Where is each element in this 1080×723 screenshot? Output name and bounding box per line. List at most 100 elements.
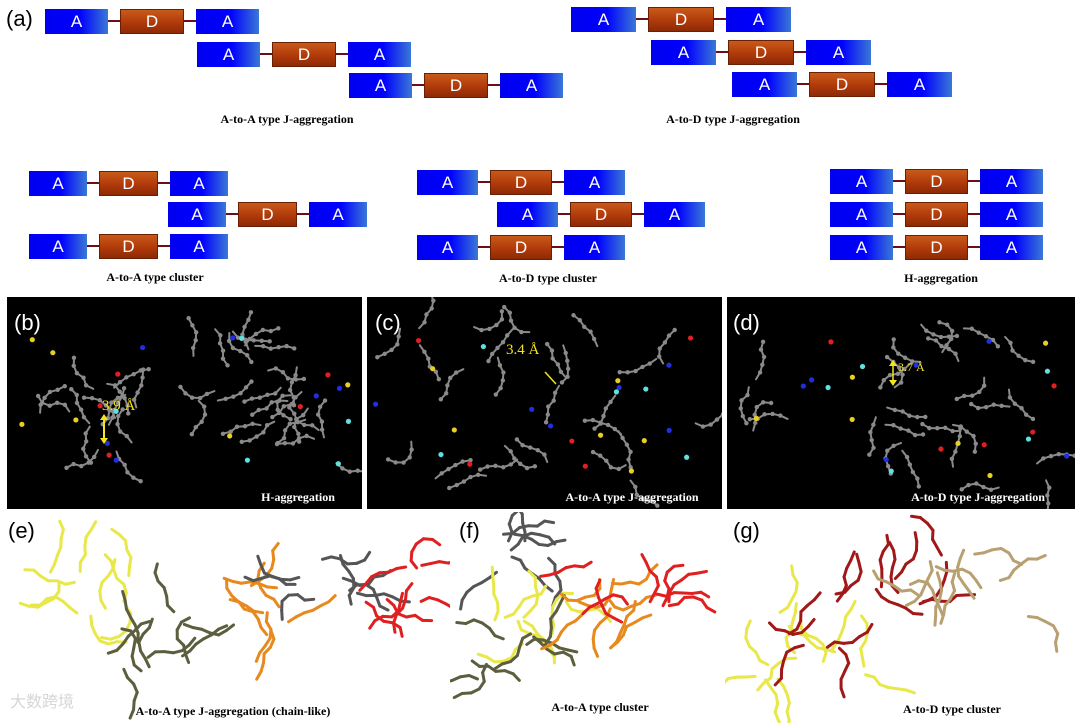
- acceptor-unit: A: [29, 234, 87, 259]
- triad-linker: [226, 213, 238, 215]
- molecule-render-d: [738, 320, 1075, 509]
- panel-a-label: (a): [6, 6, 33, 31]
- panel-c-label: (c): [375, 310, 401, 335]
- molecule-render-g: [725, 514, 1060, 723]
- triad-linker: [478, 181, 490, 183]
- panel-b-label: (b): [14, 310, 41, 335]
- donor-unit: D: [570, 202, 632, 227]
- acceptor-unit: A: [644, 202, 705, 227]
- triad-linker: [716, 51, 728, 53]
- panel-b-image: [7, 297, 362, 509]
- acceptor-unit: A: [732, 72, 797, 97]
- caption-panel-f: A-to-A type cluster: [551, 700, 649, 714]
- caption-ad-j-aggregation: A-to-D type J-aggregation: [666, 112, 800, 126]
- donor-unit: D: [120, 9, 184, 34]
- acceptor-unit: A: [417, 170, 478, 195]
- triad-linker: [87, 245, 99, 247]
- donor-unit: D: [809, 72, 875, 97]
- donor-unit: D: [99, 234, 158, 259]
- acceptor-unit: A: [980, 202, 1043, 227]
- caption-ad-cluster: A-to-D type cluster: [499, 271, 597, 285]
- triad-linker: [636, 18, 648, 20]
- acceptor-unit: A: [980, 235, 1043, 260]
- donor-unit: D: [905, 235, 968, 260]
- triad-linker: [412, 84, 424, 86]
- acceptor-unit: A: [830, 202, 893, 227]
- acceptor-unit: A: [564, 235, 625, 260]
- triad-linker: [87, 182, 99, 184]
- triad-linker: [488, 84, 500, 86]
- donor-unit: D: [905, 169, 968, 194]
- panel-e-label: (e): [8, 518, 35, 543]
- donor-unit: D: [238, 202, 297, 227]
- triad-linker: [108, 20, 120, 22]
- triad-linker: [158, 182, 170, 184]
- triad-linker: [184, 20, 196, 22]
- acceptor-unit: A: [497, 202, 558, 227]
- triad-linker: [893, 246, 905, 248]
- donor-unit: D: [272, 42, 336, 67]
- triad-linker: [893, 180, 905, 182]
- donor-unit: D: [490, 235, 552, 260]
- donor-unit: D: [424, 73, 488, 98]
- donor-unit: D: [905, 202, 968, 227]
- acceptor-unit: A: [417, 235, 478, 260]
- triad-linker: [336, 53, 348, 55]
- triad-linker: [714, 18, 726, 20]
- acceptor-unit: A: [168, 202, 226, 227]
- acceptor-unit: A: [651, 40, 716, 65]
- panel-d-label: (d): [733, 310, 760, 335]
- acceptor-unit: A: [806, 40, 871, 65]
- molecule-render-f: [450, 512, 717, 700]
- triad-linker: [632, 213, 644, 215]
- donor-unit: D: [490, 170, 552, 195]
- triad-linker: [968, 246, 980, 248]
- molecule-render-e: [18, 519, 450, 720]
- caption-aa-j-aggregation: A-to-A type J-aggregation: [220, 112, 354, 126]
- triad-linker: [968, 213, 980, 215]
- triad-linker: [260, 53, 272, 55]
- donor-unit: D: [728, 40, 794, 65]
- caption-panel-d: A-to-D type J-aggregation: [911, 490, 1045, 504]
- caption-panel-c: A-to-A type J-aggregation: [565, 490, 699, 504]
- triad-linker: [297, 213, 309, 215]
- panel-g-label: (g): [733, 518, 760, 543]
- acceptor-unit: A: [196, 9, 259, 34]
- caption-aa-cluster: A-to-A type cluster: [106, 270, 204, 284]
- panel-f-label: (f): [459, 518, 480, 543]
- triad-linker: [478, 246, 490, 248]
- triad-linker: [797, 83, 809, 85]
- distance-label-b: 3.9 Å: [102, 398, 136, 414]
- acceptor-unit: A: [29, 171, 87, 196]
- acceptor-unit: A: [170, 234, 228, 259]
- acceptor-unit: A: [348, 42, 411, 67]
- acceptor-unit: A: [564, 170, 625, 195]
- donor-unit: D: [99, 171, 158, 196]
- triad-linker: [158, 245, 170, 247]
- acceptor-unit: A: [170, 171, 228, 196]
- acceptor-unit: A: [309, 202, 367, 227]
- distance-label-d: 3.7 Å: [898, 360, 925, 374]
- triad-linker: [968, 180, 980, 182]
- acceptor-unit: A: [571, 7, 636, 32]
- acceptor-unit: A: [830, 235, 893, 260]
- donor-unit: D: [648, 7, 714, 32]
- triad-linker: [558, 213, 570, 215]
- acceptor-unit: A: [349, 73, 412, 98]
- acceptor-unit: A: [726, 7, 791, 32]
- distance-label-c: 3.4 Å: [506, 342, 540, 358]
- molecule-render-b: [19, 310, 362, 484]
- molecule-render-c: [372, 297, 722, 508]
- triad-linker: [893, 213, 905, 215]
- triad-linker: [875, 83, 887, 85]
- acceptor-unit: A: [45, 9, 108, 34]
- acceptor-unit: A: [887, 72, 952, 97]
- panel-d-image: [727, 297, 1075, 509]
- triad-linker: [552, 246, 564, 248]
- caption-panel-g: A-to-D type cluster: [903, 702, 1001, 716]
- caption-panel-b: H-aggregation: [261, 490, 335, 504]
- caption-h-aggregation: H-aggregation: [904, 271, 978, 285]
- triad-linker: [794, 51, 806, 53]
- panel-c-image: [367, 297, 722, 509]
